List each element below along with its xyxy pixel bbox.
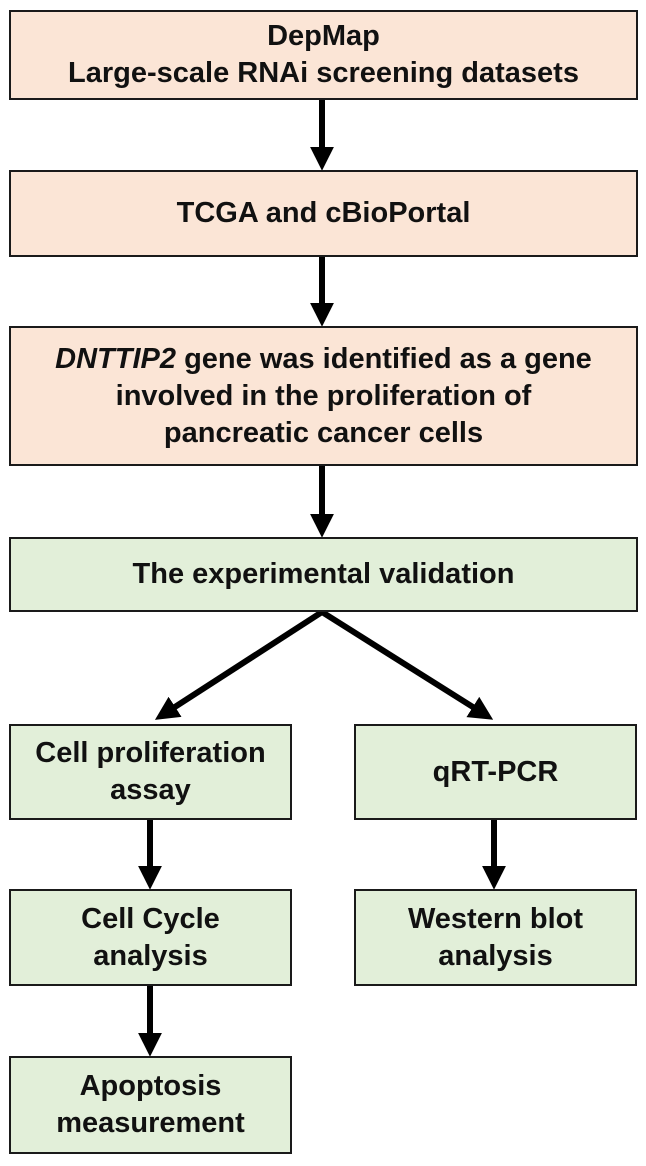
node-apoptosis-line1: Apoptosis [79,1070,222,1102]
node-dnttip2-line2: involved in the proliferation of [115,379,532,412]
gene-name: DNTTIP2 [55,342,177,375]
node-apoptosis-line2: measurement [56,1107,245,1139]
node-tcga: TCGA and cBioPortal [9,170,638,257]
arrow-validation-to-proliferation [154,609,324,720]
node-depmap-line2: Large-scale RNAi screening datasets [68,57,579,89]
node-validation-label: The experimental validation [132,558,515,590]
node-western-line1: Western blot [407,902,584,935]
node-cellcycle-line2: analysis [93,939,208,972]
node-dnttip2-line3: pancreatic cancer cells [163,416,484,449]
node-dnttip2-line1: DNTTIP2 gene was identified as a gene [55,341,592,378]
node-cellcycle-line1: Cell Cycle [81,902,220,935]
node-qrtpcr: qRT-PCR [354,724,637,820]
node-apoptosis: Apoptosis measurement [9,1056,292,1154]
node-western: Western blot analysis [354,889,637,986]
node-western-line2: analysis [438,939,553,972]
node-tcga-label: TCGA and cBioPortal [176,197,471,229]
node-depmap: DepMap Large-scale RNAi screening datase… [9,10,638,100]
node-dnttip2-line1-rest: gene was identified as a gene [176,342,592,375]
node-depmap-line1: DepMap [267,20,380,52]
node-proliferation-line1: Cell proliferation [35,737,266,769]
arrow-validation-to-qrtpcr [320,609,494,720]
node-dnttip2: DNTTIP2 gene was identified as a gene in… [9,326,638,466]
node-qrtpcr-label: qRT-PCR [432,755,559,788]
node-validation: The experimental validation [9,537,638,612]
node-proliferation-line2: assay [110,774,191,806]
node-cellcycle: Cell Cycle analysis [9,889,292,986]
node-proliferation: Cell proliferation assay [9,724,292,820]
